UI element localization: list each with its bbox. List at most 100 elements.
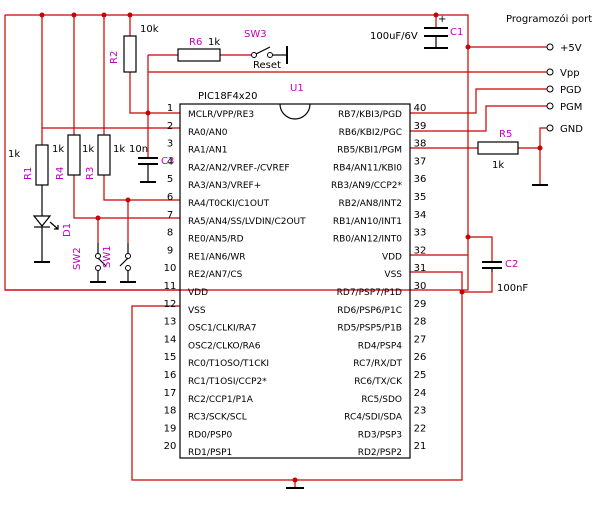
sw1-contact-bottom — [125, 265, 131, 271]
pin-name: VSS — [188, 306, 206, 316]
c1-ref: C1 — [450, 27, 463, 38]
r2-value: 10k — [140, 24, 159, 35]
sw2-contact-top — [95, 253, 101, 259]
resistor-r2-body — [123, 35, 137, 73]
resistor-r4: 1k R4 — [52, 134, 81, 180]
pin-name: VDD — [188, 288, 208, 298]
ic-left-pins: 1MCLR/VPP/RE32RA0/AN03RA1/AN14RA2/AN2/VR… — [164, 103, 306, 458]
pin-number: 5 — [167, 174, 173, 185]
junction-dot — [125, 197, 131, 203]
pin-number: 40 — [414, 103, 427, 114]
port-signal-label: +5V — [560, 43, 582, 54]
sw1-contact-top — [125, 253, 131, 259]
ground-symbols — [286, 184, 548, 489]
resistor-r5-body — [477, 141, 519, 155]
junction-dot — [433, 12, 439, 18]
pin-name: OSC2/CLKO/RA6 — [188, 341, 261, 351]
r5-value: 1k — [492, 160, 504, 171]
wires — [4, 14, 548, 488]
pin-number: 34 — [414, 210, 427, 221]
pin-number: 2 — [167, 121, 173, 132]
ic-ref-label: U1 — [290, 83, 304, 94]
pin-number: 10 — [164, 263, 177, 274]
pin-name: RB4/AN11/KBI0 — [333, 163, 402, 173]
capacitor-c2: C2 100nF — [482, 259, 528, 294]
pin-name: RD1/PSP1 — [188, 448, 232, 458]
resistor-r5: R5 1k — [477, 129, 519, 171]
pin-name: RA1/AN1 — [188, 146, 227, 156]
port-terminal — [546, 124, 554, 132]
sw1-lever — [119, 257, 129, 267]
d1-light-arrow — [49, 221, 59, 230]
pin-name: RB1/AN10/INT1 — [333, 217, 402, 227]
pin-number: 22 — [414, 423, 427, 434]
pin-name: RB7/KBI3/PGD — [338, 110, 402, 120]
c2-value: 100nF — [497, 283, 528, 294]
resistor-r6-body — [177, 48, 221, 62]
pin-name: RD7/PSP7/P1D — [337, 288, 402, 298]
pin-number: 35 — [414, 192, 427, 203]
pin-number: 29 — [414, 299, 427, 310]
port-signal-label: PGM — [560, 102, 582, 113]
pin-number: 25 — [414, 370, 427, 381]
pin-number: 23 — [414, 406, 427, 417]
r6-ref: R6 — [189, 37, 202, 48]
port-terminal — [546, 43, 554, 51]
junction-dot — [127, 12, 133, 18]
switch-sw3: SW3 Reset — [244, 29, 288, 71]
capacitor-c1: + 100uF/6V C1 — [370, 14, 463, 49]
pin-number: 38 — [414, 139, 427, 150]
junction-dot — [95, 215, 101, 221]
d1-ref: D1 — [62, 223, 73, 237]
resistor-r3-body — [97, 134, 111, 176]
pin-name: RA2/AN2/VREF-/CVREF — [188, 163, 290, 173]
pin-name: RC0/T1OSO/T1CKI — [188, 359, 269, 369]
pin-number: 32 — [414, 245, 427, 256]
pin-number: 30 — [414, 281, 427, 292]
pin-name: RB6/KBI2/PGC — [339, 128, 402, 138]
pin-name: RD6/PSP6/P1C — [337, 306, 402, 316]
pin-name: VSS — [384, 270, 402, 280]
r5-ref: R5 — [499, 129, 512, 140]
pin-number: 31 — [414, 263, 427, 274]
port-signal-label: Vpp — [560, 68, 580, 79]
pin-name: OSC1/CLKI/RA7 — [188, 324, 257, 334]
junction-dot — [465, 44, 471, 50]
pin-number: 1 — [167, 103, 173, 114]
junction-dot — [145, 110, 151, 116]
pin-name: RB5/KBI1/PGM — [337, 146, 402, 156]
capacitor-c3: 10n C3 — [129, 144, 174, 183]
c2-ref: C2 — [505, 259, 518, 270]
resistor-r6: R6 1k — [177, 37, 221, 62]
ic-notch — [279, 103, 311, 120]
pin-name: RD5/PSP5/P1B — [337, 324, 402, 334]
pin-name: RC7/RX/DT — [353, 359, 402, 369]
pin-number: 19 — [164, 423, 177, 434]
led-d1: D1 — [32, 185, 73, 263]
pin-name: RA3/AN3/VREF+ — [188, 181, 261, 191]
pin-number: 36 — [414, 174, 427, 185]
port-signal-label: PGD — [560, 85, 582, 96]
junction-dot — [459, 289, 465, 295]
r4-ref: R4 — [55, 167, 66, 180]
r6-value: 1k — [208, 37, 220, 48]
pin-name: RD0/PSP0 — [188, 430, 233, 440]
pin-number: 13 — [164, 317, 177, 328]
pin-name: RC2/CCP1/P1A — [188, 395, 254, 405]
pin-number: 12 — [164, 299, 177, 310]
pin-name: RE2/AN7/CS — [188, 270, 243, 280]
r1-ref: R1 — [23, 167, 34, 180]
pin-number: 28 — [414, 317, 427, 328]
pin-name: RC1/T1OSI/CCP2* — [188, 377, 267, 387]
port-terminal — [546, 102, 554, 110]
switch-sw1: SW1 — [102, 243, 136, 283]
pin-number: 6 — [167, 192, 173, 203]
pin-number: 11 — [164, 281, 177, 292]
junction-dot — [39, 12, 45, 18]
pin-number: 17 — [164, 388, 177, 399]
pin-number: 24 — [414, 388, 427, 399]
c3-ref: C3 — [161, 156, 174, 167]
pin-number: 8 — [167, 228, 173, 239]
pin-name: RB3/AN9/CCP2* — [331, 181, 403, 191]
